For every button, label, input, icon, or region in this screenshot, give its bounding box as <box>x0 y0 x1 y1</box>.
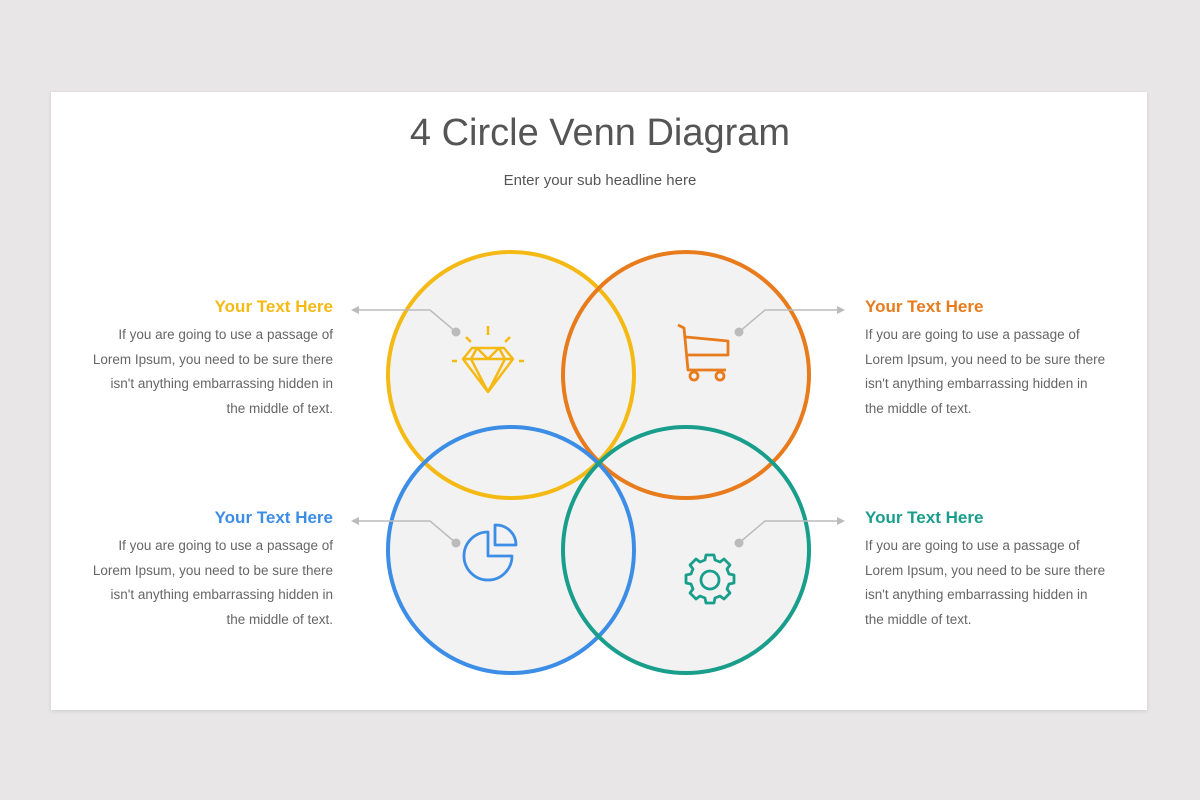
body-line: Lorem Ipsum, you need to be sure there <box>92 562 333 578</box>
body-line: the middle of text. <box>865 612 972 628</box>
body-line: Lorem Ipsum, you need to be sure there <box>865 562 1106 578</box>
circle-yellow <box>386 250 636 500</box>
circle-green <box>561 425 811 675</box>
body-line: Lorem Ipsum, you need to be sure there <box>92 351 333 367</box>
circle-orange <box>561 250 811 500</box>
body-line: isn't anything embarrassing hidden in <box>865 587 1088 603</box>
body-line: the middle of text. <box>226 401 333 417</box>
gear-icon <box>684 553 736 605</box>
shopping-cart-icon <box>677 323 730 382</box>
connector-line <box>355 309 457 333</box>
text-block-yellow: Your Text Here If you are going to use a… <box>53 297 333 422</box>
circle-blue <box>386 425 636 675</box>
body-line: isn't anything embarrassing hidden in <box>110 376 333 392</box>
body-line: If you are going to use a passage of <box>118 538 333 553</box>
pie-chart-icon <box>462 523 518 582</box>
body-line: Lorem Ipsum, you need to be sure there <box>865 351 1106 367</box>
text-block-green: Your Text Here If you are going to use a… <box>865 508 1145 633</box>
body-line: isn't anything embarrassing hidden in <box>110 587 333 603</box>
subtitle: Enter your sub headline here <box>503 172 697 189</box>
page-title: 4 Circle Venn Diagram <box>409 112 791 154</box>
diamond-icon <box>452 326 524 394</box>
body-line: the middle of text. <box>226 612 333 628</box>
body-line: If you are going to use a passage of <box>865 327 1080 342</box>
heading: Your Text Here <box>865 508 984 527</box>
connector-line <box>738 520 840 544</box>
body-line: isn't anything embarrassing hidden in <box>865 376 1088 392</box>
heading: Your Text Here <box>865 297 984 316</box>
body-line: the middle of text. <box>865 401 972 417</box>
body-line: If you are going to use a passage of <box>118 327 333 342</box>
connector-line <box>355 520 457 544</box>
connector-line <box>738 309 840 333</box>
heading: Your Text Here <box>214 508 333 527</box>
text-block-orange: Your Text Here If you are going to use a… <box>865 297 1145 422</box>
body-line: If you are going to use a passage of <box>865 538 1080 553</box>
heading: Your Text Here <box>214 297 333 316</box>
text-block-blue: Your Text Here If you are going to use a… <box>53 508 333 633</box>
